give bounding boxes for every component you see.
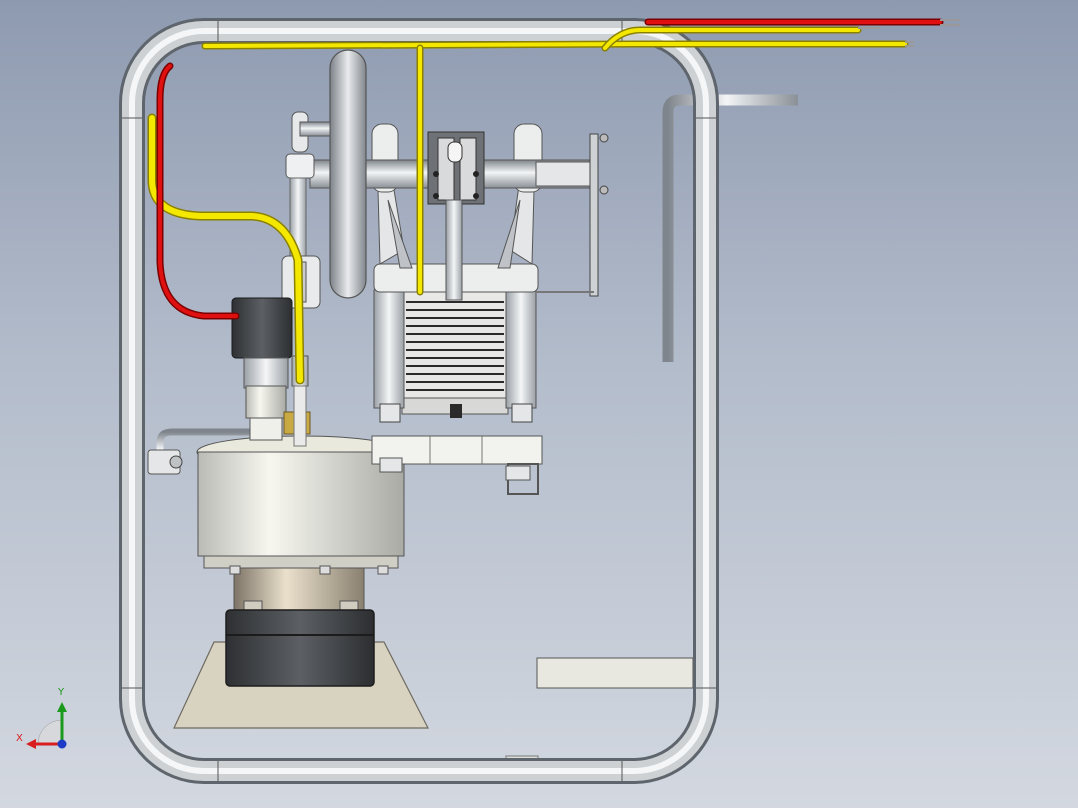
flywheel [329, 49, 367, 299]
left-bearing-nut [285, 153, 315, 179]
solenoid-connector [231, 297, 293, 359]
coordinate-triad [26, 702, 67, 749]
triad-y-label: Y [58, 687, 65, 698]
z-axis-dot [57, 739, 67, 749]
tank-cylinder [197, 451, 405, 557]
motor-base-block [225, 609, 375, 687]
red-wire [156, 18, 944, 320]
triad-x-label: X [16, 733, 23, 744]
cooling-fins [406, 301, 504, 391]
left-side-cylinder [373, 289, 405, 409]
right-side-cylinder [505, 289, 537, 409]
yellow-wire [147, 26, 909, 385]
right-shelf [536, 657, 694, 689]
compressor-body [401, 291, 509, 413]
